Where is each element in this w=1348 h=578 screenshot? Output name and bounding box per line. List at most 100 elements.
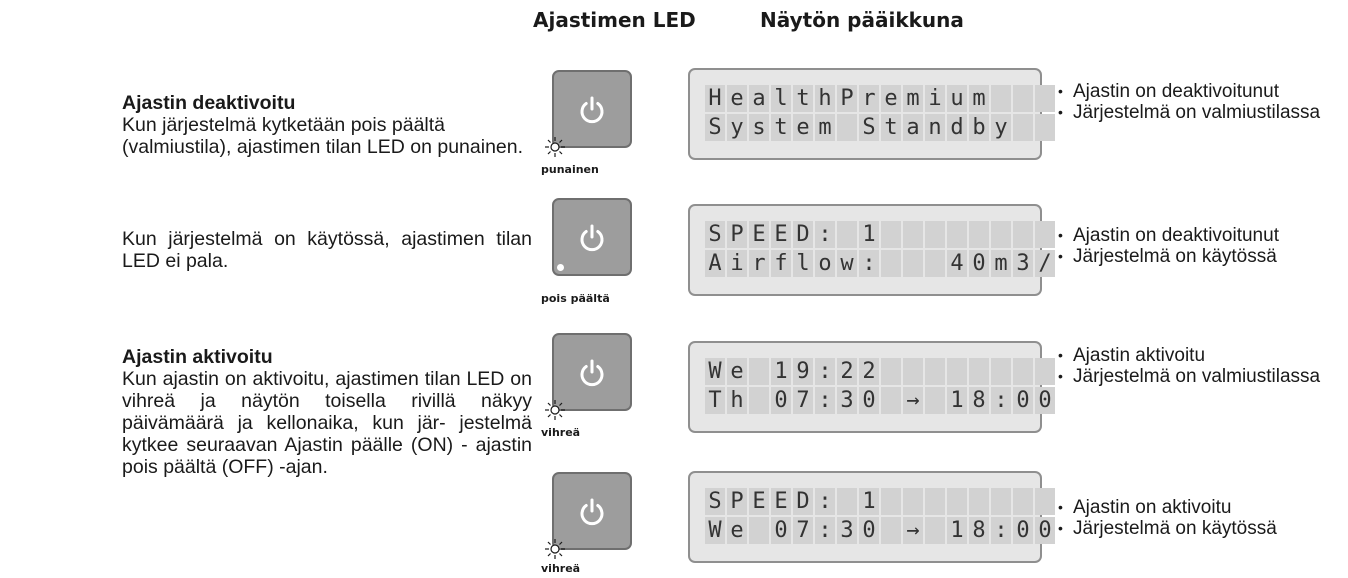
lcd-cell: S [705, 114, 725, 141]
lcd-cell: e [881, 85, 901, 112]
lcd-cell [837, 488, 857, 515]
lcd-cell: : [815, 358, 835, 385]
lcd-cell: t [881, 114, 901, 141]
lcd-cell: e [727, 358, 747, 385]
lcd-cell: P [727, 221, 747, 248]
lcd-cell: T [705, 387, 725, 414]
lcd-cell [749, 517, 769, 544]
lcd-cell: w [837, 250, 857, 277]
lcd-cell [903, 488, 923, 515]
lcd-cell [947, 221, 967, 248]
sun-burst-icon [545, 539, 565, 559]
lcd-cell: 1 [859, 221, 879, 248]
note-item: Ajastin on aktivoitu [1058, 497, 1277, 518]
lcd-cell: 0 [1035, 517, 1055, 544]
lcd-cell: 0 [1035, 387, 1055, 414]
lcd-cell [1035, 221, 1055, 248]
lcd-cell: e [793, 114, 813, 141]
lcd-cell: : [815, 221, 835, 248]
note-item: Järjestelmä on käytössä [1058, 518, 1277, 539]
lcd-cell [925, 387, 945, 414]
lcd-cell: 3 [1013, 250, 1033, 277]
lcd-cell [925, 517, 945, 544]
led-caption-1: punainen [541, 163, 599, 176]
notes-1: Ajastin on deaktivoitunut Järjestelmä on… [1058, 81, 1320, 123]
block2-text: Kun järjestelmä on käytössä, ajastimen t… [122, 228, 532, 272]
lcd-cell [903, 250, 923, 277]
lcd-cell: b [969, 114, 989, 141]
lcd-cell [1013, 221, 1033, 248]
lcd-cell: 0 [1013, 387, 1033, 414]
lcd-cell [991, 221, 1011, 248]
lcd-cell [925, 358, 945, 385]
lcd-cell: i [727, 250, 747, 277]
lcd-cell: 0 [969, 250, 989, 277]
lcd-cell: : [815, 517, 835, 544]
lcd-cell: s [749, 114, 769, 141]
lcd-cell: : [815, 488, 835, 515]
lcd-cell [1035, 358, 1055, 385]
header-display: Näytön pääikkuna [760, 8, 964, 32]
lcd-cell [969, 221, 989, 248]
led-caption-3: vihreä [541, 426, 581, 439]
lcd-cell: 9 [793, 358, 813, 385]
lcd-cell: 0 [771, 387, 791, 414]
lcd-cell: 4 [947, 250, 967, 277]
lcd-cell: y [727, 114, 747, 141]
lcd-cell [947, 488, 967, 515]
note-item: Järjestelmä on valmiustilassa [1058, 366, 1320, 387]
block3-text: Kun ajastin on aktivoitu, ajastimen tila… [122, 368, 532, 478]
lcd-cell [925, 250, 945, 277]
block1-text: Kun järjestelmä kytketään pois päältä (v… [122, 114, 524, 158]
led-caption-2: pois päältä [541, 292, 610, 305]
timer-button-4[interactable] [545, 472, 632, 559]
lcd-cell [947, 358, 967, 385]
lcd-cell [1035, 114, 1055, 141]
timer-button-1[interactable] [545, 70, 632, 157]
lcd-cell [1013, 114, 1033, 141]
lcd-cell: E [771, 488, 791, 515]
lcd-cell: 0 [859, 387, 879, 414]
power-icon [580, 498, 604, 526]
lcd-cell: a [903, 114, 923, 141]
lcd-cell: : [859, 250, 879, 277]
lcd-cell: h [727, 387, 747, 414]
lcd-cell [925, 221, 945, 248]
note-item: Ajastin aktivoitu [1058, 345, 1320, 366]
lcd-cell: l [793, 250, 813, 277]
notes-2: Ajastin on deaktivoitunut Järjestelmä on… [1058, 225, 1279, 267]
lcd-cell: W [705, 358, 725, 385]
lcd-cell: 7 [793, 387, 813, 414]
block-timer-activated: Ajastin aktivoitu Kun ajastin on aktivoi… [122, 346, 532, 478]
lcd-cell: 2 [859, 358, 879, 385]
timer-button-2[interactable] [552, 198, 632, 276]
lcd-cell [881, 387, 901, 414]
lcd-cell [903, 221, 923, 248]
lcd-cell: 8 [969, 387, 989, 414]
lcd-cell [881, 488, 901, 515]
lcd-cell: P [727, 488, 747, 515]
lcd-cell [991, 85, 1011, 112]
lcd-cell: H [705, 85, 725, 112]
lcd-cell: y [991, 114, 1011, 141]
lcd-cell: r [749, 250, 769, 277]
lcd-cell: 0 [771, 517, 791, 544]
lcd-cell: E [771, 221, 791, 248]
lcd-cell [837, 114, 857, 141]
timer-button-3[interactable] [545, 333, 632, 420]
lcd-cell: D [793, 488, 813, 515]
header-led: Ajastimen LED [533, 8, 696, 32]
lcd-cell: t [771, 114, 791, 141]
lcd-cell: t [793, 85, 813, 112]
lcd-cell [881, 221, 901, 248]
led-caption-4: vihreä [541, 562, 581, 575]
lcd-cell: : [991, 517, 1011, 544]
